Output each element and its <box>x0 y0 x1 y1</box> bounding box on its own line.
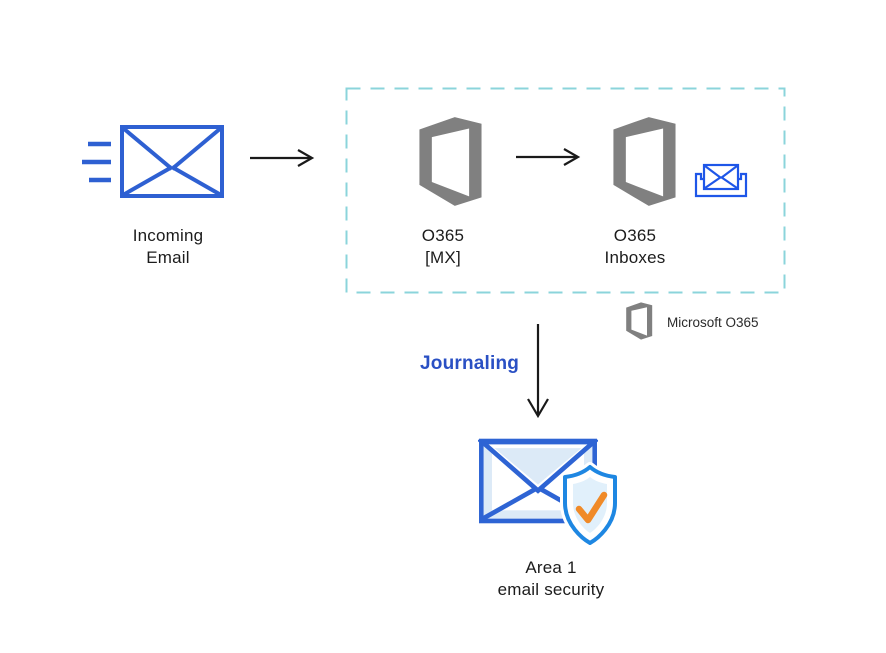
shield-check-icon <box>560 462 620 548</box>
o365-boundary-box <box>345 87 786 294</box>
office365-logo-icon <box>419 117 482 206</box>
area1-label-line2: email security <box>497 580 605 599</box>
o365-inboxes-label: O365 Inboxes <box>585 225 685 269</box>
o365-mx-label-line1: O365 <box>421 226 465 245</box>
area1-label-line1: Area 1 <box>525 558 577 577</box>
incoming-email-label-line1: Incoming <box>132 226 204 245</box>
area1-label: Area 1 email security <box>451 557 651 601</box>
incoming-email-label-line2: Email <box>146 248 190 267</box>
o365-inboxes-label-line2: Inboxes <box>604 248 666 267</box>
o365-mx-label: O365 [MX] <box>393 225 493 269</box>
legend-microsoft-o365: Microsoft O365 <box>667 315 759 330</box>
o365-mx-label-line2: [MX] <box>425 248 461 267</box>
arrow-right-icon <box>250 149 315 167</box>
journaling-label: Journaling <box>420 353 520 374</box>
arrow-down-icon <box>527 324 549 419</box>
office365-logo-icon <box>613 117 676 206</box>
incoming-email-label: Incoming Email <box>93 225 243 269</box>
office365-logo-icon <box>626 302 653 340</box>
incoming-email-envelope-icon <box>120 125 224 198</box>
arrow-right-icon <box>516 148 581 166</box>
speed-lines-icon <box>82 141 111 183</box>
inbox-tray-icon <box>694 163 748 198</box>
o365-inboxes-label-line1: O365 <box>613 226 657 245</box>
